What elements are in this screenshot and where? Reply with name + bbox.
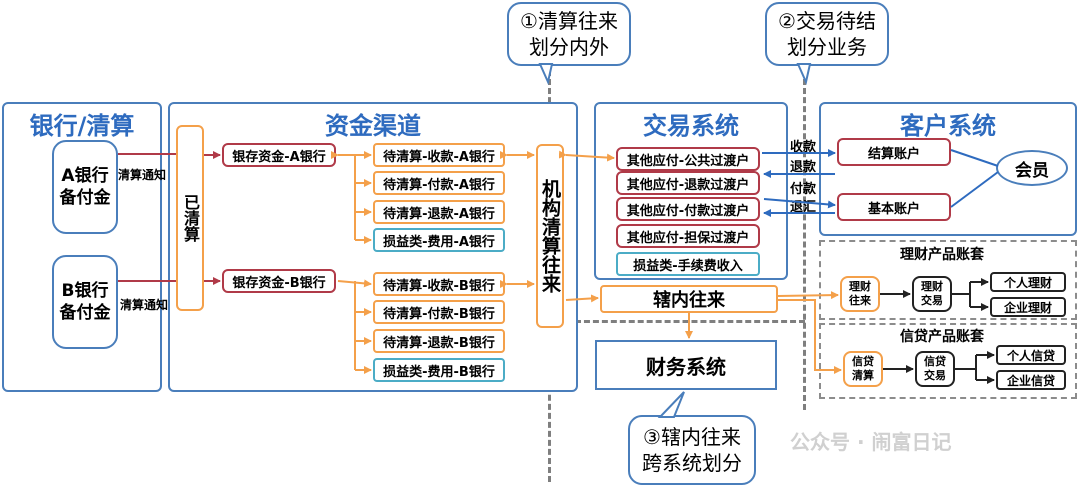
wealth-node-2: 理财 交易 — [912, 276, 952, 312]
trade-panel-title: 交易系统 — [643, 112, 739, 140]
customer-panel-title: 客户系统 — [900, 112, 996, 140]
finance-box: 财务系统 — [595, 340, 777, 390]
fee-a: 损益类-费用-A银行 — [373, 228, 505, 252]
bank-b-notify: 清算通知 — [120, 298, 169, 312]
bank-b-reserve: B银行 备付金 — [52, 255, 118, 349]
member-node: 会员 — [996, 150, 1068, 186]
settle-account: 结算账户 — [837, 138, 951, 166]
wealth-section — [819, 240, 1077, 320]
basic-account: 基本账户 — [837, 193, 951, 221]
callout-1: ①清算往来 划分内外 — [507, 2, 631, 66]
pending-b-3: 待清算-退款-B银行 — [373, 329, 505, 353]
intra-box: 辖内往来 — [600, 285, 778, 313]
credit-node-1: 信贷 清算 — [843, 351, 883, 387]
separator-3 — [575, 320, 805, 323]
cleared-box: 已清算 — [176, 125, 204, 311]
fee-b: 损益类-费用-B银行 — [373, 358, 505, 382]
credit-leaf-2: 企业信贷 — [996, 370, 1066, 390]
trade-item-4: 其他应付-担保过渡户 — [616, 224, 760, 248]
pending-a-3: 待清算-退款-A银行 — [373, 200, 505, 224]
credit-title: 信贷产品账套 — [900, 329, 984, 345]
trade-item-1: 其他应付-公共过渡户 — [616, 147, 760, 171]
deposit-a: 银存资金-A银行 — [222, 143, 336, 167]
bank-a-reserve: A银行 备付金 — [52, 140, 118, 234]
trade-label-pay: 付款 — [790, 182, 817, 197]
org-clearing-box: 机构清算往来 — [536, 144, 564, 328]
deposit-b: 银存资金-B银行 — [222, 269, 336, 293]
bank-panel-title: 银行/清算 — [29, 112, 135, 140]
trade-item-2: 其他应付-退款过渡户 — [616, 171, 760, 195]
pending-a-1: 待清算-收款-A银行 — [373, 143, 505, 167]
trade-label-receive: 收款 — [790, 140, 817, 155]
pending-a-2: 待清算-付款-A银行 — [373, 171, 505, 195]
callout-3: ③辖内往来 跨系统划分 — [628, 415, 756, 485]
bank-a-notify: 清算通知 — [118, 168, 167, 182]
wealth-leaf-2: 企业理财 — [990, 297, 1066, 317]
pending-b-1: 待清算-收款-B银行 — [373, 272, 505, 296]
channel-panel-title: 资金渠道 — [325, 112, 421, 140]
credit-node-2: 信贷 交易 — [915, 351, 955, 387]
credit-leaf-1: 个人信贷 — [996, 345, 1066, 365]
callout-2: ②交易待结 划分业务 — [765, 2, 889, 66]
trade-fee-income: 损益类-手续费收入 — [616, 252, 760, 276]
pending-b-2: 待清算-付款-B银行 — [373, 300, 505, 324]
wealth-leaf-1: 个人理财 — [990, 272, 1066, 292]
wealth-node-1: 理财 往来 — [840, 276, 880, 312]
watermark: 公众号 · 闹富日记 — [790, 430, 952, 454]
trade-label-return: 退汇 — [790, 200, 817, 215]
trade-item-3: 其他应付-付款过渡户 — [616, 197, 760, 221]
wealth-title: 理财产品账套 — [900, 247, 984, 263]
separator-2 — [803, 70, 806, 410]
trade-label-refund: 退款 — [790, 160, 817, 175]
